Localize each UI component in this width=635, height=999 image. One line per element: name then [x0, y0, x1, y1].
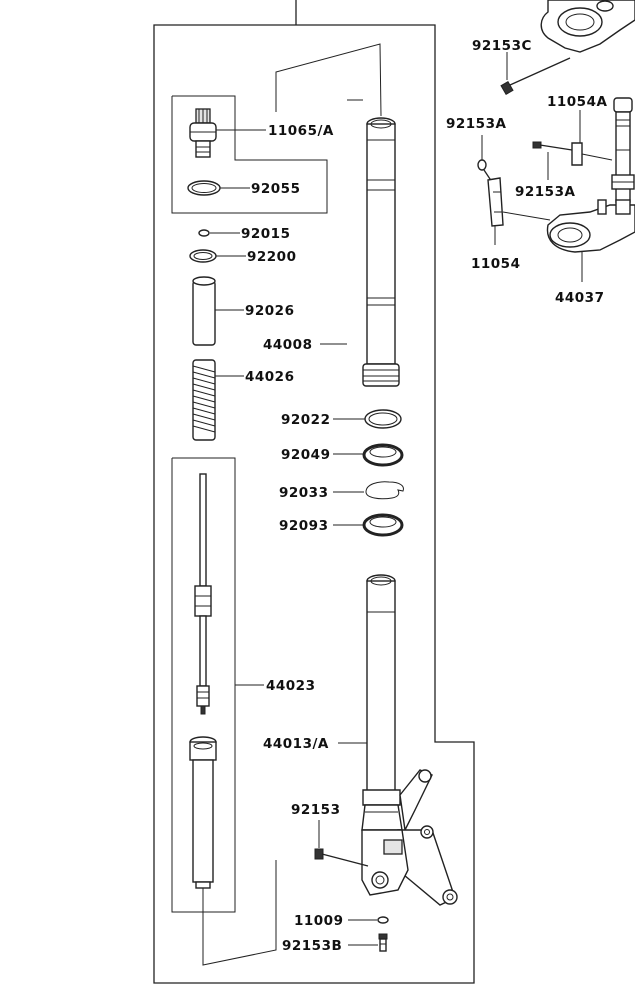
label-44026: 44026 — [245, 369, 294, 385]
label-11054: 11054 — [471, 256, 520, 272]
bolt-92153 — [314, 820, 369, 867]
label-92200: 92200 — [247, 249, 296, 265]
oil-seal-92049 — [362, 443, 404, 467]
circlip-92033 — [365, 481, 404, 500]
label-92022: 92022 — [281, 412, 330, 428]
lower-triple-clamp-part — [546, 199, 635, 253]
label-11065A: 11065/A — [268, 123, 334, 139]
part-labels: 11065/A 92055 92015 92200 92026 44008 44… — [241, 38, 607, 954]
cap-group-box — [171, 95, 328, 214]
bolt-92153A-left — [477, 135, 493, 183]
label-11009: 11009 — [294, 913, 343, 929]
axle-bracket-part — [361, 769, 458, 906]
bolt-92153B — [378, 933, 388, 952]
upper-triple-clamp-part — [540, 0, 635, 53]
label-92049: 92049 — [281, 447, 330, 463]
bolt-92153C — [500, 52, 571, 96]
label-44037: 44037 — [555, 290, 604, 306]
spacer-92026 — [192, 276, 216, 346]
steering-stem-part — [611, 97, 635, 203]
label-92093: 92093 — [279, 518, 328, 534]
label-92153A-left: 92153A — [446, 116, 506, 132]
damper-rod-part — [194, 473, 212, 715]
label-11054A: 11054A — [547, 94, 607, 110]
label-44008: 44008 — [263, 337, 312, 353]
label-92153C: 92153C — [472, 38, 532, 54]
cartridge-group-box — [171, 457, 236, 913]
bolt-92153A-right — [532, 141, 573, 180]
outer-tube-part — [362, 117, 400, 387]
label-92033: 92033 — [279, 485, 328, 501]
label-92153A-right: 92153A — [515, 184, 575, 200]
fork-cap-part — [189, 108, 217, 158]
washer-92015 — [198, 229, 210, 237]
bracket-11054 — [487, 177, 551, 245]
label-92055: 92055 — [251, 181, 300, 197]
dust-seal-92093 — [362, 513, 404, 537]
label-92026: 92026 — [245, 303, 294, 319]
label-92153: 92153 — [291, 802, 340, 818]
fork-assembly-frame — [153, 0, 475, 984]
inner-tube-part — [366, 574, 396, 792]
leader-11065A-tube — [275, 43, 382, 117]
label-44023: 44023 — [266, 678, 315, 694]
label-44013A: 44013/A — [263, 736, 329, 752]
washer-11009 — [377, 916, 389, 924]
cartridge-cylinder-part — [189, 736, 217, 889]
spring-44026 — [192, 359, 216, 441]
label-92153B: 92153B — [282, 938, 342, 954]
label-92015: 92015 — [241, 226, 290, 242]
bracket-11054A — [571, 142, 613, 166]
leader-44023-bottom — [202, 860, 277, 966]
